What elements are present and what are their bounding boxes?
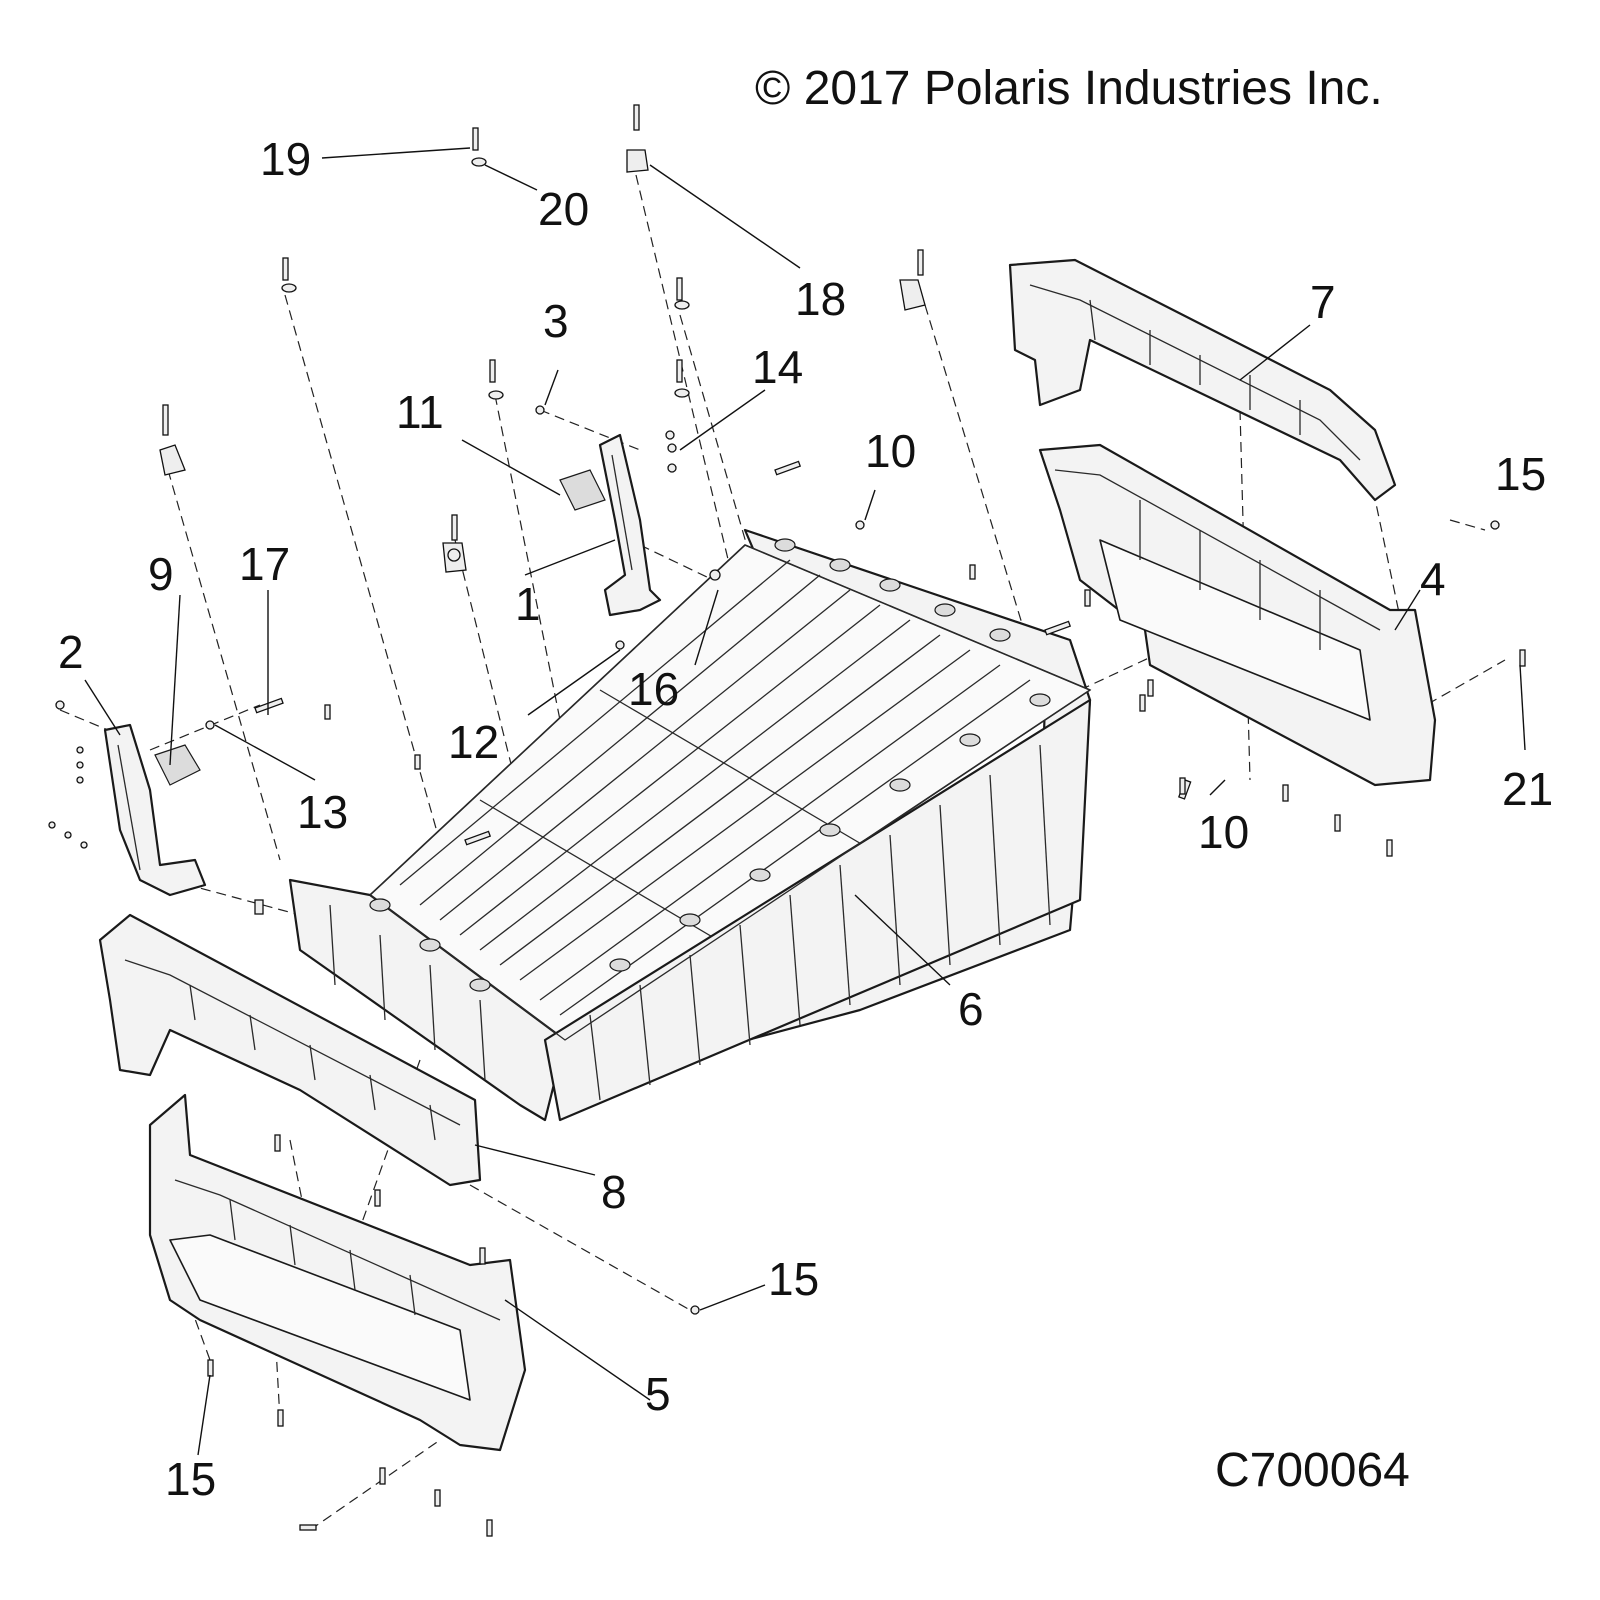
callout-10-lower: 10 [1198, 806, 1249, 858]
callout-11: 11 [396, 386, 444, 438]
callout-1: 1 [515, 578, 541, 630]
callout-7: 7 [1310, 276, 1336, 328]
callout-20: 20 [538, 183, 589, 235]
callout-9: 9 [148, 548, 174, 600]
callout-13: 13 [297, 786, 348, 838]
callout-15-bottom: 15 [165, 1453, 216, 1505]
callout-17: 17 [239, 538, 290, 590]
copyright-notice: © 2017 Polaris Industries Inc. [755, 62, 1383, 115]
callout-5: 5 [645, 1368, 671, 1420]
left-lower-rail [148, 1093, 527, 1452]
callout-18: 18 [795, 273, 846, 325]
cargo-box-tub [288, 528, 1092, 1122]
callout-15-center: 15 [768, 1253, 819, 1305]
tie-down-anchors [159, 149, 926, 573]
callout-6: 6 [958, 983, 984, 1035]
left-upper-rail [98, 913, 482, 1187]
fasteners [48, 104, 1526, 1537]
callout-15-right: 15 [1495, 448, 1546, 500]
diagram-code: C700064 [1215, 1444, 1410, 1497]
callout-14: 14 [752, 341, 803, 393]
center-bracket [598, 433, 662, 617]
right-lower-rail [1038, 443, 1437, 787]
callout-21: 21 [1502, 763, 1553, 815]
hinge-assemblies [154, 469, 606, 786]
callout-19: 19 [260, 133, 311, 185]
callout-4: 4 [1420, 553, 1446, 605]
left-bracket [103, 723, 207, 897]
callout-8: 8 [601, 1166, 627, 1218]
callout-16: 16 [628, 663, 679, 715]
callout-10-upper: 10 [865, 425, 916, 477]
callout-numbers: 19 20 18 3 14 11 7 10 15 9 17 1 4 2 16 1… [58, 133, 1553, 1505]
callout-12: 12 [448, 716, 499, 768]
callout-2: 2 [58, 626, 84, 678]
callout-3: 3 [543, 295, 569, 347]
leader-lines [84, 147, 1526, 1456]
right-upper-rail [1008, 258, 1397, 502]
